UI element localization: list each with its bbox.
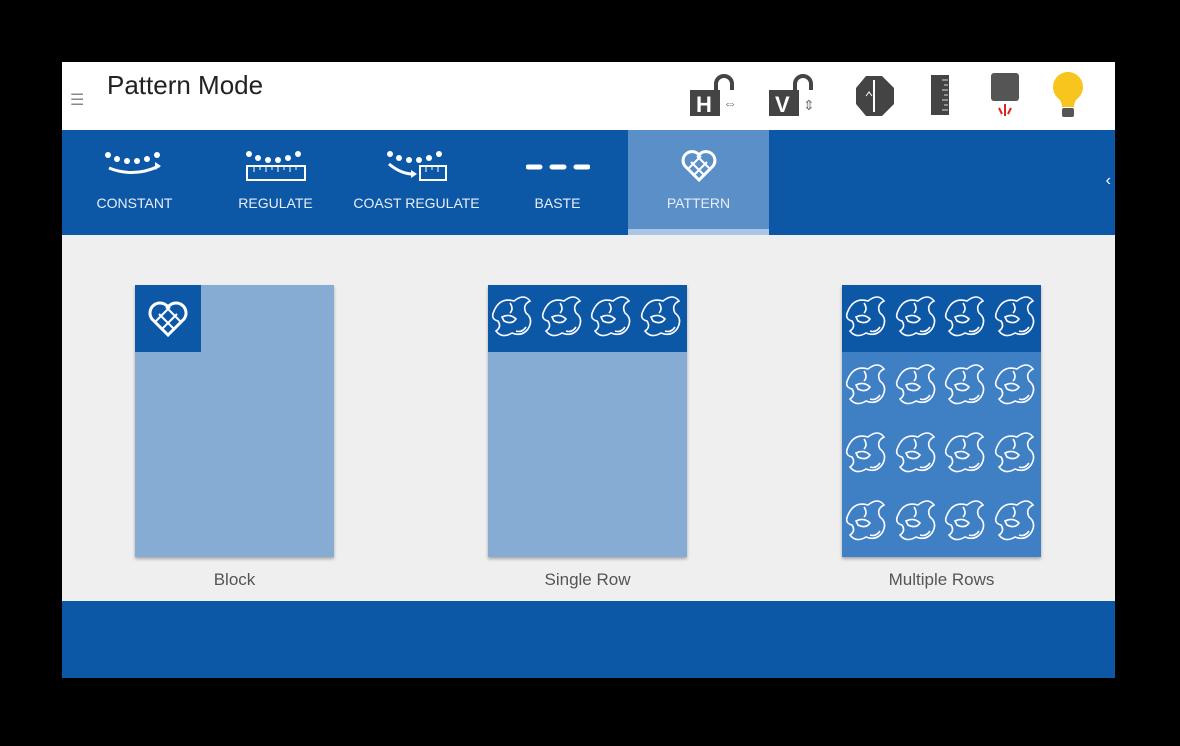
tab-constant[interactable]: CONSTANT — [64, 130, 205, 235]
pantograph-motif-icon — [845, 295, 886, 336]
pattern-heart-icon — [681, 150, 716, 182]
pantograph-motif-icon — [845, 499, 886, 540]
tab-label: COAST REGULATE — [353, 195, 480, 211]
pantograph-motif-icon — [845, 431, 886, 472]
pattern-row — [842, 421, 1041, 488]
multiple-rows-label: Multiple Rows — [888, 570, 995, 589]
tab-baste[interactable]: BASTE — [487, 130, 628, 235]
app-window: ☰ Pattern Mode H⇔ V⇕ CONSTANT REGULATE C… — [62, 62, 1115, 678]
tab-label: CONSTANT — [96, 195, 173, 211]
single-row-label: Single Row — [544, 570, 631, 589]
pantograph-motif-icon — [945, 431, 985, 472]
pantograph-motif-icon — [995, 295, 1035, 336]
hamburger-icon[interactable]: ☰ — [70, 92, 85, 109]
pantograph-motif-icon — [541, 295, 581, 336]
svg-text:V: V — [775, 92, 790, 117]
coast-regulate-icon — [386, 151, 447, 181]
vertical-lock-icon[interactable]: V⇕ — [767, 70, 817, 120]
pattern-heart-icon — [135, 285, 201, 352]
regulate-icon — [245, 151, 306, 181]
multiple-rows-option-card[interactable] — [842, 285, 1041, 557]
svg-text:⇕: ⇕ — [803, 97, 815, 113]
pattern-row — [842, 489, 1041, 556]
mode-tab-bar: CONSTANT REGULATE COAST REGULATE BASTE P… — [62, 130, 1115, 235]
pantograph-motif-icon — [591, 295, 631, 336]
pantograph-motif-icon — [895, 295, 935, 336]
constant-icon — [104, 152, 161, 174]
pantograph-motif-icon — [995, 431, 1035, 472]
baste-icon — [525, 164, 590, 170]
pattern-row — [842, 353, 1041, 420]
pantograph-motif-icon — [845, 363, 886, 404]
tab-label: REGULATE — [238, 195, 313, 211]
tab-label: BASTE — [534, 195, 581, 211]
page-title: Pattern Mode — [107, 70, 264, 100]
header: ☰ Pattern Mode H⇔ V⇕ — [62, 62, 1115, 130]
svg-text:⇔: ⇔ — [723, 95, 737, 111]
pantograph-motif-icon — [895, 363, 935, 404]
chevron-left-icon[interactable]: ‹ — [1105, 172, 1111, 189]
pattern-row — [488, 285, 687, 352]
pattern-row — [842, 285, 1041, 352]
tab-label: PATTERN — [666, 195, 731, 211]
horizontal-lock-icon[interactable]: H⇔ — [688, 70, 738, 120]
block-label: Block — [213, 570, 256, 589]
pantograph-motif-icon — [945, 499, 985, 540]
footer-bar — [62, 601, 1115, 678]
pantograph-motif-icon — [895, 431, 935, 472]
svg-text:H: H — [696, 92, 712, 117]
pantograph-motif-icon — [945, 363, 985, 404]
pantograph-motif-icon — [641, 295, 681, 336]
block-option-card[interactable] — [135, 285, 334, 557]
pantograph-motif-icon — [895, 499, 935, 540]
single-row-option-card[interactable] — [488, 285, 687, 557]
tab-pattern[interactable]: PATTERN — [628, 130, 769, 235]
pantograph-motif-icon — [491, 295, 532, 336]
tab-coast-regulate[interactable]: COAST REGULATE — [346, 130, 487, 235]
laser-icon[interactable] — [990, 70, 1040, 120]
tab-regulate[interactable]: REGULATE — [205, 130, 346, 235]
pantograph-motif-icon — [945, 295, 985, 336]
needle-stop-icon[interactable] — [852, 70, 902, 120]
pantograph-motif-icon — [995, 499, 1035, 540]
light-bulb-icon[interactable] — [1050, 70, 1100, 120]
pantograph-motif-icon — [995, 363, 1035, 404]
ruler-icon[interactable] — [928, 70, 978, 120]
